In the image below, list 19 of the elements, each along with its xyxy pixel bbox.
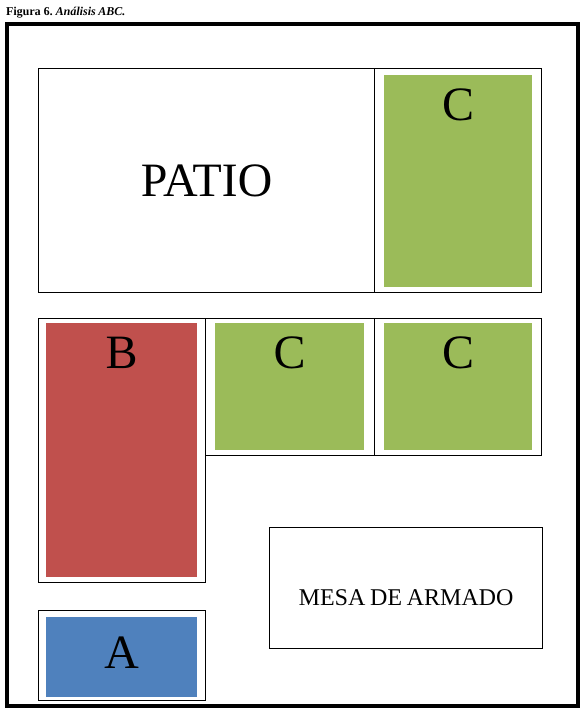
figure-title: Figura 6. Análisis ABC. xyxy=(6,4,126,19)
area-label: C xyxy=(273,329,306,377)
storage-cell xyxy=(38,610,206,701)
zone-block xyxy=(384,323,532,450)
zone-block xyxy=(384,75,532,287)
area-label: A xyxy=(104,629,139,677)
storage-cell xyxy=(374,68,542,293)
area-label: C xyxy=(442,329,474,377)
area-label: B xyxy=(105,329,138,377)
storage-cell xyxy=(205,318,375,456)
area-label: PATIO xyxy=(140,156,272,204)
zone-block xyxy=(215,323,364,450)
area-label: C xyxy=(442,81,474,129)
area-label: MESA DE ARMADO xyxy=(298,586,514,610)
area-box xyxy=(38,68,375,293)
table-box xyxy=(269,527,543,649)
zone-block xyxy=(46,617,197,697)
storage-cell xyxy=(374,318,542,456)
floor-plan-frame xyxy=(5,22,580,708)
